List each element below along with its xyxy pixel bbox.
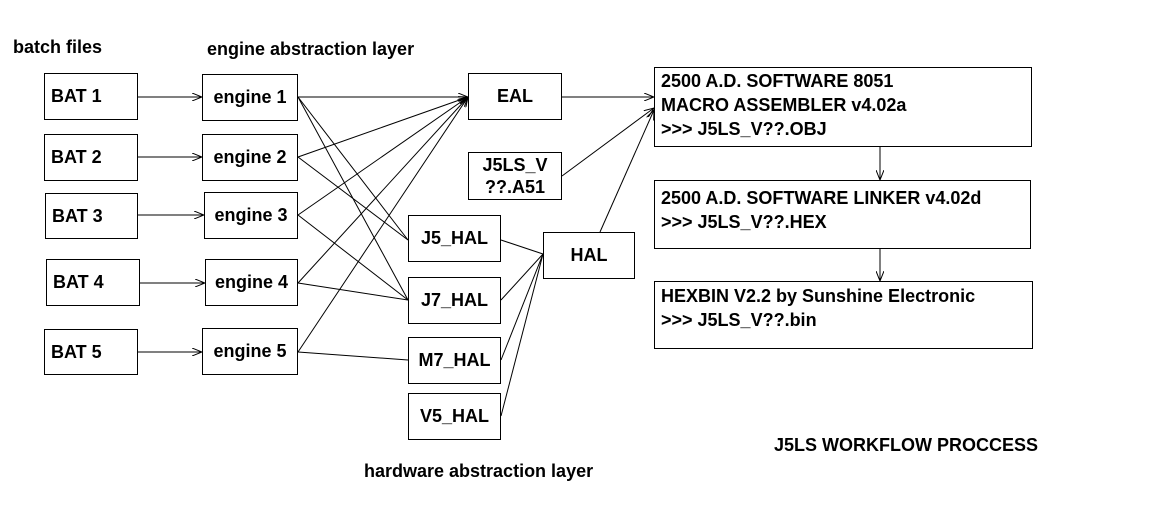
line-j5hal-hal [500, 239, 544, 255]
arrow-engine2-eal [297, 97, 468, 158]
linker-box: 2500 A.D. SOFTWARE LINKER v4.02d >>> J5L… [654, 180, 1031, 249]
bat-box-4: BAT 4 [46, 259, 140, 306]
assembler-box: 2500 A.D. SOFTWARE 8051 MACRO ASSEMBLER … [654, 67, 1032, 147]
j5-hal-box: J5_HAL [408, 215, 501, 262]
hexbin-line1: HEXBIN V2.2 by Sunshine Electronic [661, 286, 976, 306]
m7-hal-box: M7_HAL [408, 337, 501, 384]
engine-box-2: engine 2 [202, 134, 298, 181]
engine-layer-label: engine abstraction layer [207, 39, 415, 59]
linker-line1: 2500 A.D. SOFTWARE LINKER v4.02d [661, 188, 982, 208]
line-engine4-j7hal [297, 282, 409, 301]
line-v5hal-hal [500, 253, 544, 417]
hal-box: HAL [543, 232, 635, 279]
arrow-engine5-eal [297, 97, 468, 353]
assembler-line1: 2500 A.D. SOFTWARE 8051 [661, 71, 894, 91]
assembler-line2: MACRO ASSEMBLER v4.02a [661, 95, 907, 115]
source-file-box: J5LS_V ??.A51 [468, 152, 562, 200]
arrow-source-assembler [561, 108, 654, 177]
engine-box-5: engine 5 [202, 328, 298, 375]
source-file-line2: ??.A51 [484, 177, 545, 197]
bat-box-3: BAT 3 [45, 193, 138, 239]
assembler-line3: >>> J5LS_V??.OBJ [661, 119, 827, 139]
source-file-line1: J5LS_V [482, 155, 548, 175]
hardware-layer-label: hardware abstraction layer [364, 461, 594, 481]
line-engine3-j7hal [297, 214, 409, 301]
engine-box-1: engine 1 [202, 74, 298, 121]
bat-box-2: BAT 2 [44, 134, 138, 181]
line-j7hal-hal [500, 253, 544, 301]
batch-files-label: batch files [13, 37, 103, 57]
engine-box-4: engine 4 [205, 259, 298, 306]
workflow-title: J5LS WORKFLOW PROCCESS [774, 435, 1039, 455]
engine-box-3: engine 3 [204, 192, 298, 239]
eal-box: EAL [468, 73, 562, 120]
line-engine2-j5hal [297, 156, 409, 241]
bat-box-1: BAT 1 [44, 73, 138, 120]
arrow-engine3-eal [297, 97, 468, 216]
v5-hal-box: V5_HAL [408, 393, 501, 440]
j7-hal-box: J7_HAL [408, 277, 501, 324]
line-engine1-j5hal [297, 96, 409, 241]
bat-box-5: BAT 5 [44, 329, 138, 375]
arrow-engine4-eal [297, 97, 468, 284]
hexbin-box: HEXBIN V2.2 by Sunshine Electronic >>> J… [654, 281, 1033, 349]
arrow-hal-assembler [599, 110, 654, 233]
linker-line2: >>> J5LS_V??.HEX [661, 212, 827, 232]
line-m7hal-hal [500, 253, 544, 361]
hexbin-line2: >>> J5LS_V??.bin [661, 310, 817, 330]
line-engine5-m7hal [297, 351, 409, 361]
